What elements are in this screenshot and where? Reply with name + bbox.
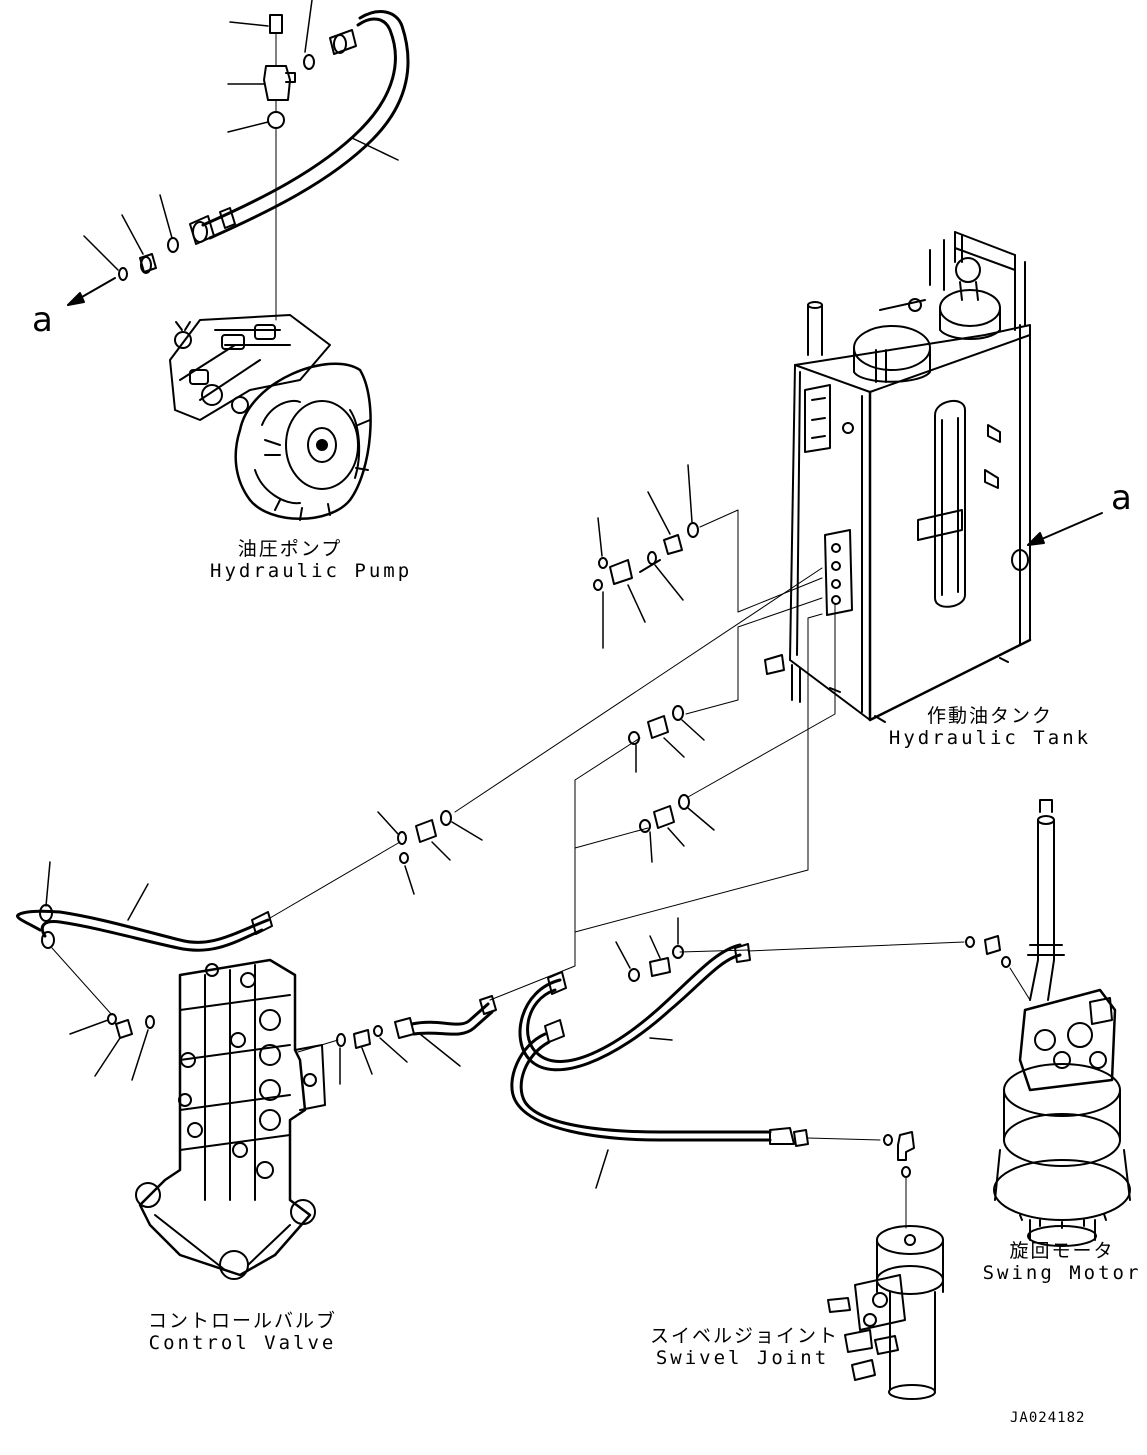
mid-fittings bbox=[377, 705, 715, 895]
swing-hoses bbox=[510, 917, 881, 1189]
hydraulic-tank-label-jp: 作動油タンク bbox=[926, 705, 1053, 727]
hydraulic-tank-label: 作動油タンク Hydraulic Tank bbox=[885, 705, 1095, 749]
control-valve-feed-hose bbox=[16, 841, 401, 1016]
swivel-joint-label: スイベルジョイント Swivel Joint bbox=[650, 1325, 840, 1369]
swing-motor-label: 旋回モータ Swing Motor bbox=[982, 1240, 1142, 1284]
hydraulic-pump-label-jp: 油圧ポンプ bbox=[237, 538, 343, 560]
hydraulic-pump-label: 油圧ポンプ Hydraulic Pump bbox=[210, 538, 413, 582]
control-valve-label: コントロールバルブ Control Valve bbox=[140, 1310, 345, 1354]
swing-motor-label-jp: 旋回モータ bbox=[1009, 1240, 1115, 1262]
drawing-code: JA024182 bbox=[1010, 1410, 1086, 1426]
swivel-joint-label-jp: スイベルジョイント bbox=[650, 1325, 840, 1347]
hydraulic-pump-drawing bbox=[169, 314, 372, 521]
swivel-joint-label-en: Swivel Joint bbox=[655, 1347, 830, 1369]
control-valve-drawing bbox=[69, 958, 497, 1280]
view-a-callout-right: a bbox=[1111, 478, 1132, 518]
control-valve-label-en: Control Valve bbox=[148, 1332, 337, 1354]
hydraulic-tank-label-en: Hydraulic Tank bbox=[888, 727, 1092, 749]
pump-suction-hose bbox=[67, 0, 410, 321]
hydraulic-pump-label-en: Hydraulic Pump bbox=[210, 560, 413, 582]
swivel-joint-drawing bbox=[827, 1131, 944, 1400]
swing-motor-drawing bbox=[747, 799, 1131, 1247]
hydraulic-tank-drawing bbox=[764, 231, 1103, 723]
routing-lines bbox=[454, 509, 836, 1001]
swing-motor-label-en: Swing Motor bbox=[982, 1262, 1142, 1284]
control-valve-label-jp: コントロールバルブ bbox=[147, 1310, 337, 1332]
tank-port-fittings bbox=[593, 464, 699, 649]
view-a-callout-left: a bbox=[32, 300, 53, 340]
